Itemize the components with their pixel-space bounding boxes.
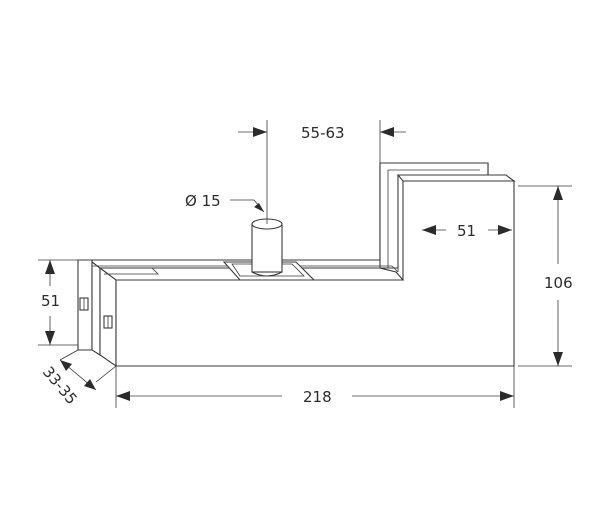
top-width-arrow-right [498, 225, 512, 235]
depth-arrow-rear [60, 360, 72, 371]
upright-top-face [396, 174, 516, 182]
glass-range-arrow-right [380, 127, 394, 137]
left-height-arrow-top [45, 260, 55, 274]
dim-glass-range: 55-63 [238, 120, 406, 224]
pin-bottom-curve [251, 271, 283, 277]
top-width-label: 51 [457, 222, 476, 240]
right-height-arrow-bottom [553, 352, 563, 366]
dim-top-width: 51 [422, 222, 512, 240]
dim-pin-diameter: Ø 15 [185, 192, 265, 213]
fitting-body [77, 162, 516, 368]
depth-label: 33-35 [39, 363, 81, 408]
depth-arrow-front [84, 379, 96, 390]
dim-total-length: 218 [115, 366, 515, 408]
total-length-arrow-right [500, 391, 514, 401]
pin-cylinder [251, 223, 283, 273]
screws [79, 297, 113, 329]
depth-ext-front [95, 365, 117, 383]
upright-step [378, 265, 399, 273]
pivot-pin [251, 218, 283, 277]
left-slot-outline [99, 267, 159, 276]
glass-range-label: 55-63 [301, 124, 345, 142]
glass-range-arrow-left [253, 127, 267, 137]
left-height-arrow-bottom [45, 331, 55, 345]
pin-diameter-label: Ø 15 [185, 192, 221, 210]
total-length-label: 218 [303, 388, 332, 406]
dim-left-height: 51 [38, 259, 78, 346]
left-height-label: 51 [41, 292, 60, 310]
right-height-arrow-top [553, 186, 563, 200]
depth-ext-rear [59, 349, 79, 361]
right-height-label: 106 [544, 274, 573, 292]
left-clamp-plate-outer [91, 260, 101, 356]
dim-right-height: 106 [518, 185, 573, 367]
top-width-arrow-left [422, 225, 436, 235]
pin-leader-arrow [254, 203, 264, 212]
total-length-arrow-left [116, 391, 130, 401]
